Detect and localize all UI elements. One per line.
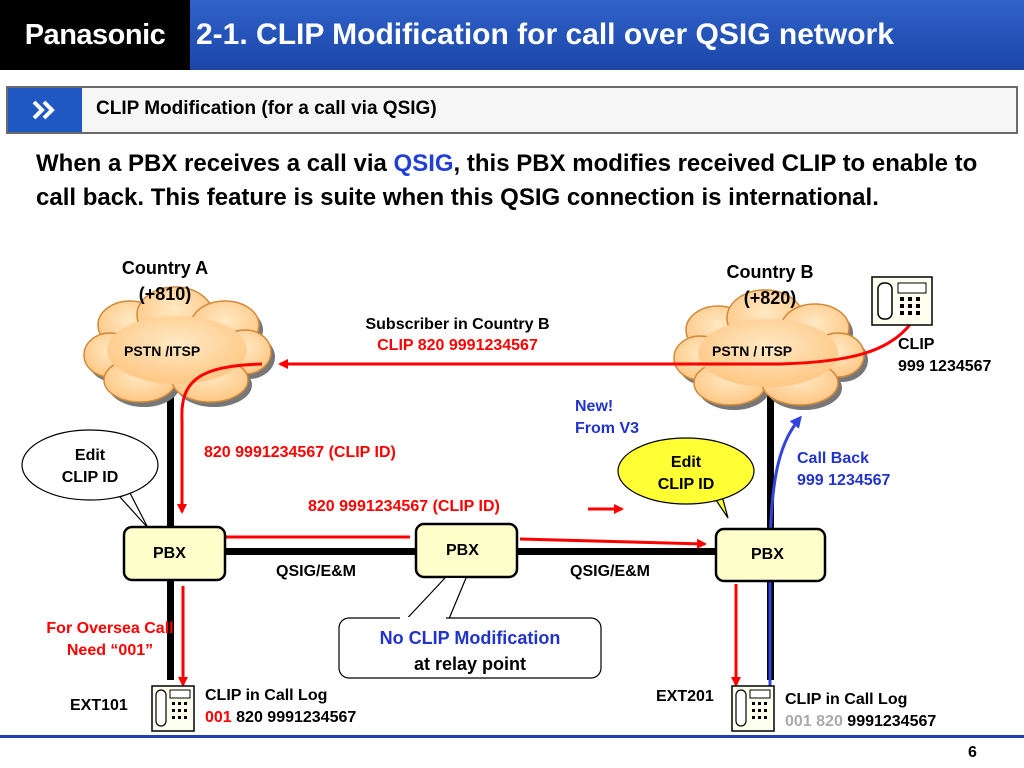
- ext201-call-log: CLIP in Call Log 001 820 9991234567: [785, 689, 936, 733]
- from-v3-label: From V3: [575, 420, 640, 437]
- ext201-log-title: CLIP in Call Log: [785, 691, 908, 708]
- no-clip-line2: at relay point: [413, 654, 527, 674]
- logo: Panasonic: [0, 0, 190, 70]
- section-bar: [6, 86, 1018, 134]
- ext101-log-number: 820 9991234567: [231, 709, 357, 726]
- ext201-log-number: 9991234567: [842, 713, 937, 730]
- no-clip-line1: No CLIP Modification: [379, 628, 561, 648]
- country-b-label: Country B (+820): [700, 259, 840, 311]
- call-back-label: Call Back 999 1234567: [797, 448, 890, 492]
- clip-phone-line1: CLIP: [898, 336, 935, 353]
- ext101-label: EXT101: [70, 697, 128, 714]
- subscriber-label: Subscriber in Country B CLIP 820 9991234…: [330, 314, 585, 356]
- ext101-log-prefix: 001: [205, 709, 232, 726]
- logo-text: Panasonic: [24, 18, 166, 51]
- edit-right-line2: CLIP ID: [657, 476, 715, 493]
- network-b-label: PSTN / ITSP: [712, 343, 793, 359]
- intro-part2: , this PBX modifies received CLIP to ena…: [36, 150, 978, 211]
- ext201-log-prefix: 001 820: [785, 713, 843, 730]
- subscriber-line1: Subscriber in Country B: [365, 316, 550, 333]
- ext101-call-log: CLIP in Call Log 001 820 9991234567: [205, 685, 356, 729]
- clip-id-mid-label: 820 9991234567 (CLIP ID): [308, 498, 500, 515]
- country-a-name: Country A: [121, 258, 209, 278]
- call-back-line2: 999 1234567: [797, 472, 891, 489]
- page-number: 6: [968, 744, 977, 761]
- edit-left-bubble-tail: [118, 492, 149, 529]
- edit-left-line1: Edit: [74, 447, 106, 464]
- new-from-label: New! From V3: [575, 396, 639, 440]
- section-icon-box: [8, 88, 82, 132]
- page-title: 2-1. CLIP Modification for call over QSI…: [196, 18, 894, 51]
- section-title: CLIP Modification (for a call via QSIG): [96, 98, 437, 119]
- network-a-label: PSTN /ITSP: [124, 343, 201, 359]
- country-b-code: (+820): [743, 288, 797, 308]
- intro-highlight: QSIG: [393, 150, 454, 177]
- clip-phone-label: CLIP 999 1234567: [898, 334, 991, 378]
- country-a-code: (+810): [138, 284, 192, 304]
- incoming-call-arrow: [278, 321, 914, 369]
- oversea-label: For Oversea Call Need “001”: [20, 618, 200, 662]
- cloud-country-b: [673, 289, 868, 410]
- no-clip-text: No CLIP Modification at relay point: [339, 625, 601, 677]
- oversea-line1: For Oversea Call: [46, 620, 174, 637]
- pbx-right-box: [714, 527, 827, 583]
- phone-icon-ext201: [731, 685, 775, 732]
- qsig-call-arrow-right: [519, 537, 707, 549]
- qsig-line-right: [516, 548, 716, 555]
- edit-left-bubble: [21, 429, 159, 501]
- ext101-log-title: CLIP in Call Log: [205, 687, 328, 704]
- country-b-name: Country B: [726, 262, 814, 282]
- intro-part1: When a PBX receives a call via: [36, 150, 394, 177]
- new-label: New!: [575, 398, 614, 415]
- pbx-left-box: [122, 525, 227, 582]
- pbx-mid-box: [414, 522, 519, 579]
- oversea-line2: Need “001”: [66, 642, 154, 659]
- edit-right-line1: Edit: [670, 454, 702, 471]
- subscriber-line2: CLIP 820 9991234567: [377, 337, 538, 354]
- qsig-line-left: [224, 548, 416, 555]
- edit-right-bubble: [617, 437, 755, 505]
- edit-right-text: Edit CLIP ID: [636, 452, 736, 496]
- intro-text: When a PBX receives a call via QSIG, thi…: [36, 147, 1006, 215]
- pbx-right-label: PBX: [751, 546, 784, 563]
- qsig-right-label: QSIG/E&M: [570, 563, 651, 580]
- no-clip-callout: [338, 617, 602, 679]
- edit-left-text: Edit CLIP ID: [40, 445, 140, 489]
- edit-left-line2: CLIP ID: [61, 469, 119, 486]
- clip-phone-line2: 999 1234567: [898, 358, 992, 375]
- pbx-left-label: PBX: [153, 545, 186, 562]
- phone-icon-ext101: [151, 685, 195, 732]
- clip-id-left-label: 820 9991234567 (CLIP ID): [204, 444, 396, 461]
- country-a-label: Country A (+810): [105, 255, 225, 307]
- call-back-line1: Call Back: [797, 450, 870, 467]
- cloud-country-a: [83, 286, 275, 407]
- incoming-to-pbx-arrow: [177, 362, 263, 514]
- qsig-left-label: QSIG/E&M: [276, 563, 357, 580]
- double-chevron-icon: [32, 100, 55, 120]
- phone-icon-country-b: [871, 276, 933, 326]
- footer-line: [0, 735, 1024, 738]
- ext201-label: EXT201: [656, 688, 714, 705]
- pbx-mid-label: PBX: [446, 542, 479, 559]
